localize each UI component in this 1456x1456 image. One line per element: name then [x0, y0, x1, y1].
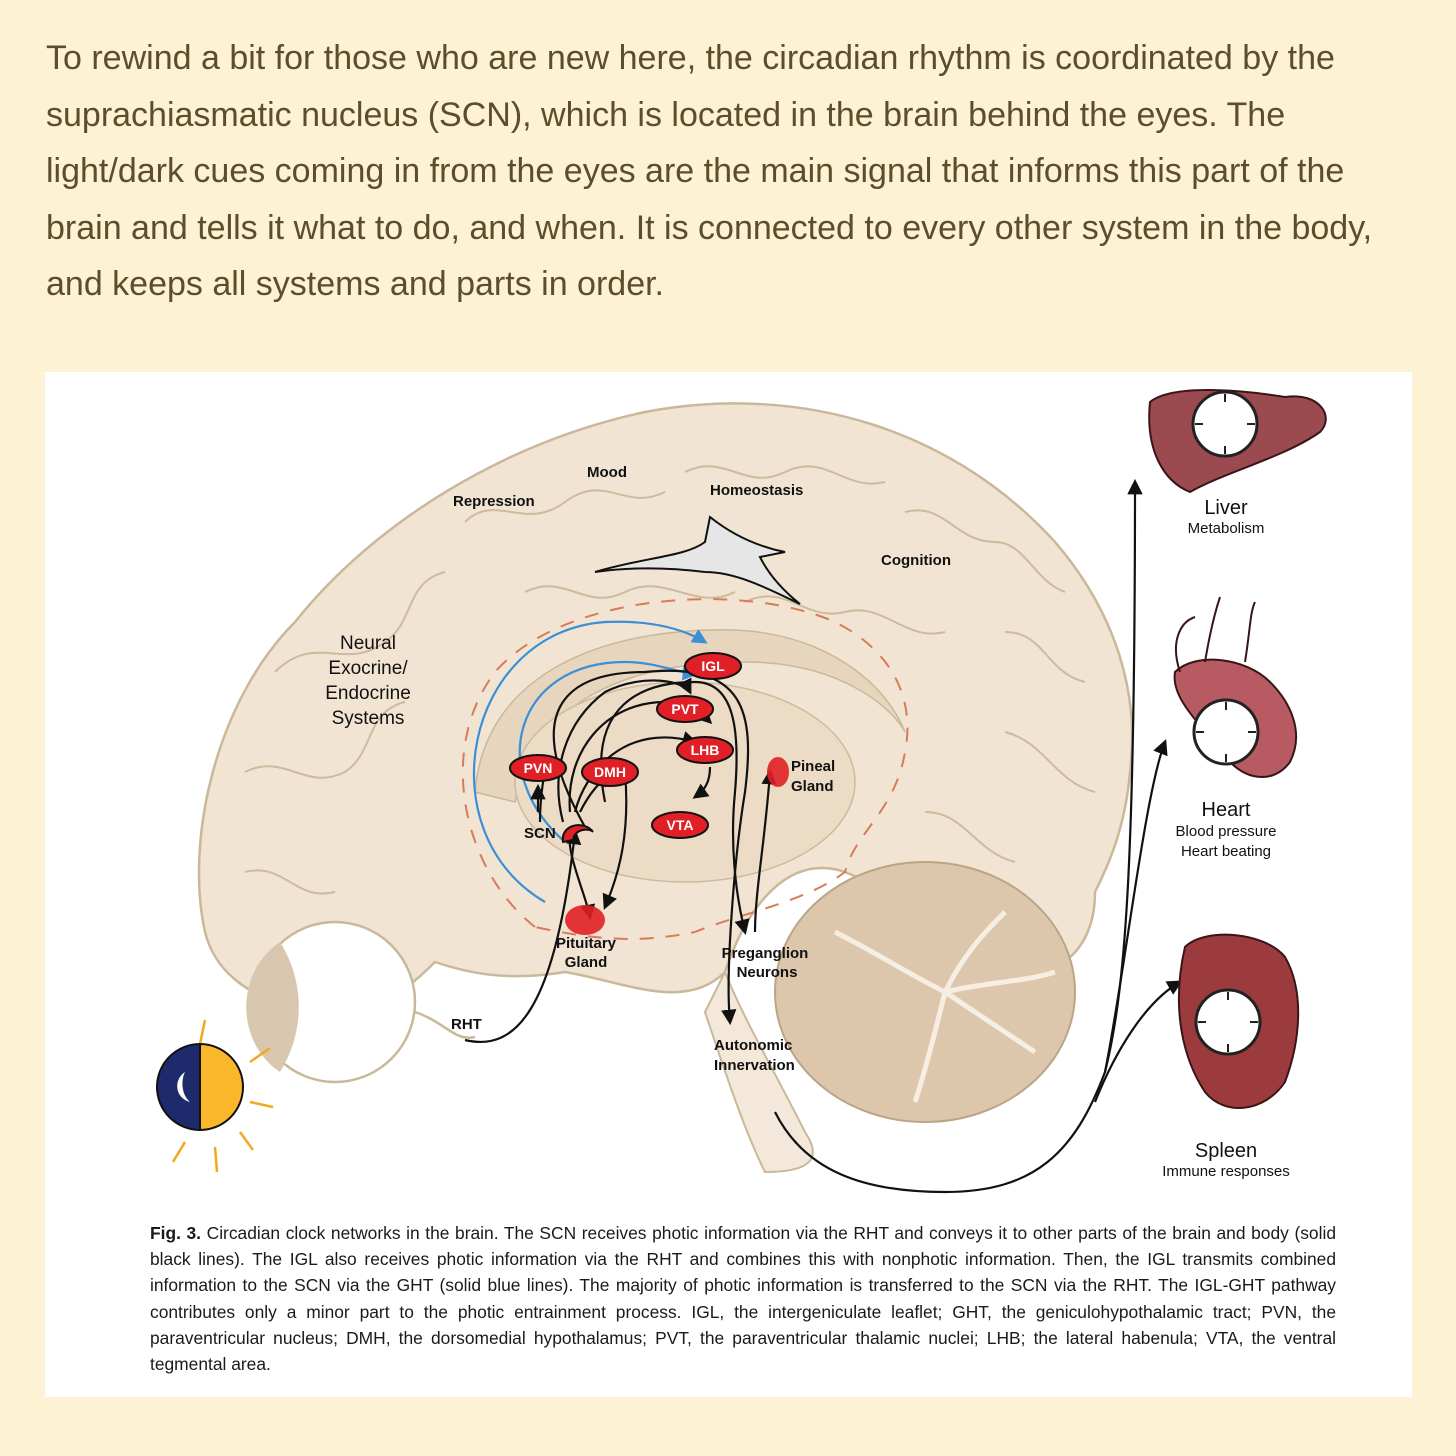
heart-icon	[1173, 596, 1298, 778]
svg-text:DMH: DMH	[594, 764, 626, 780]
intro-paragraph: To rewind a bit for those who are new he…	[46, 39, 1373, 303]
label-autonomic-innervation: Autonomic Innervation	[714, 1037, 795, 1074]
homeostasis-arrow	[594, 515, 801, 605]
nucleus-igl: IGL	[684, 652, 742, 680]
label-mood: Mood	[587, 464, 627, 481]
spleen-icon	[1177, 933, 1300, 1109]
nucleus-vta: VTA	[651, 811, 709, 839]
label-heart: Heart	[1202, 799, 1251, 821]
svg-text:Pineal: Pineal	[791, 758, 835, 775]
svg-text:Neurons: Neurons	[737, 964, 798, 981]
cerebellum-arbor	[833, 910, 1056, 1103]
svg-text:IGL: IGL	[701, 658, 725, 674]
svg-text:SCN: SCN	[524, 825, 556, 842]
eye-lens	[246, 942, 299, 1072]
svg-text:Pituitary: Pituitary	[556, 935, 617, 952]
nucleus-scn: SCN	[524, 824, 594, 844]
nucleus-lhb: LHB	[676, 736, 734, 764]
liver-icon	[1148, 389, 1327, 494]
label-rht: RHT	[451, 1016, 482, 1033]
figure-card: IGL PVT LHB PVN DMH VTA SCN Mood	[45, 372, 1412, 1397]
svg-text:Autonomic: Autonomic	[714, 1037, 792, 1054]
nucleus-pvn: PVN	[509, 754, 567, 782]
svg-text:Innervation: Innervation	[714, 1057, 795, 1074]
label-pineal-gland: Pineal Gland	[791, 758, 835, 795]
label-spleen-role: Immune responses	[1162, 1163, 1290, 1180]
day-night-clock-icon	[156, 1019, 274, 1173]
corpus-callosum	[474, 629, 906, 803]
label-homeostasis: Homeostasis	[710, 482, 803, 499]
svg-text:Gland: Gland	[565, 954, 608, 971]
svg-text:VTA: VTA	[667, 817, 694, 833]
nucleus-pvt: PVT	[656, 695, 714, 723]
svg-text:Systems: Systems	[332, 708, 405, 729]
svg-text:Neural: Neural	[340, 633, 396, 654]
caption-label: Fig. 3.	[150, 1223, 202, 1243]
svg-text:Preganglion: Preganglion	[722, 945, 809, 962]
label-cognition: Cognition	[881, 552, 951, 569]
label-preganglion-neurons: Preganglion Neurons	[722, 945, 809, 981]
black-pathway-lines	[464, 478, 1183, 1194]
label-liver: Liver	[1204, 497, 1248, 519]
caption-text: Circadian clock networks in the brain. T…	[150, 1223, 1337, 1375]
label-heart-role-2: Heart beating	[1181, 843, 1271, 860]
brain-gyri	[244, 465, 1096, 895]
figure-caption: Fig. 3. Circadian clock networks in the …	[150, 1220, 1336, 1377]
circadian-network-diagram: IGL PVT LHB PVN DMH VTA SCN Mood	[156, 389, 1327, 1194]
svg-text:PVT: PVT	[671, 701, 699, 717]
pituitary-gland	[565, 905, 605, 935]
pineal-gland	[767, 757, 789, 787]
cerebellum	[774, 861, 1076, 1123]
label-pituitary-gland: Pituitary Gland	[556, 935, 617, 971]
svg-text:Gland: Gland	[791, 778, 834, 795]
label-liver-role: Metabolism	[1188, 520, 1265, 537]
label-repression: Repression	[453, 493, 535, 510]
label-heart-role-1: Blood pressure	[1176, 823, 1277, 840]
label-neural-systems: Neural Exocrine/ Endocrine Systems	[325, 633, 411, 729]
svg-text:Exocrine/: Exocrine/	[328, 658, 408, 679]
label-spleen: Spleen	[1195, 1140, 1257, 1162]
nucleus-dmh: DMH	[581, 757, 639, 787]
ght-blue-lines	[472, 620, 708, 903]
svg-text:PVN: PVN	[524, 760, 553, 776]
svg-text:LHB: LHB	[691, 742, 720, 758]
svg-text:Endocrine: Endocrine	[325, 683, 411, 704]
